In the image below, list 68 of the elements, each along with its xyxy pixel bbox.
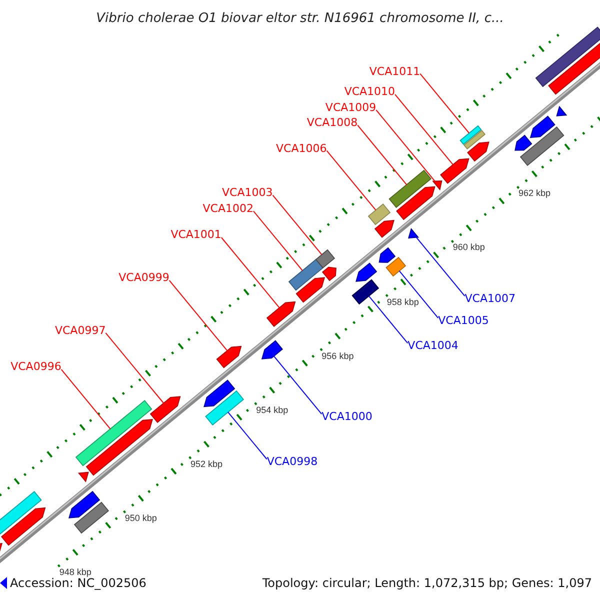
gene-label: VCA0996 xyxy=(10,360,62,374)
gene-label: VCA1011 xyxy=(369,64,420,78)
scale-label: 948 kbp xyxy=(59,566,92,577)
gene-feature xyxy=(432,180,442,191)
gene-feature xyxy=(216,346,242,368)
gene-feature xyxy=(463,130,486,150)
gene-label: VCA1000 xyxy=(322,410,372,424)
gene-feature xyxy=(548,42,600,95)
leader-line xyxy=(168,280,228,352)
leader-line xyxy=(394,94,454,166)
gene-feature xyxy=(467,142,490,162)
leader-line xyxy=(228,412,268,460)
leader-line xyxy=(416,236,466,297)
gene-feature xyxy=(68,490,100,518)
gene-feature xyxy=(396,186,436,220)
gene-label: VCA1004 xyxy=(408,339,458,352)
gene-feature xyxy=(374,220,394,238)
gene-feature xyxy=(356,262,378,282)
gene-label: VCA1001 xyxy=(170,228,222,242)
topology-text: Topology: circular; Length: 1,072,315 bp; Genes: 1,097 xyxy=(262,576,592,590)
leader-line xyxy=(376,109,436,182)
gene-feature xyxy=(556,106,568,116)
leader-line xyxy=(60,368,111,430)
gene-label: VCA1008 xyxy=(306,116,358,130)
scale-label: 962 kbp xyxy=(518,188,550,198)
gene-feature xyxy=(378,247,396,263)
gene-feature xyxy=(514,134,532,151)
gene-feature xyxy=(78,472,89,482)
leader-line xyxy=(105,332,164,404)
gene-label: VCA1006 xyxy=(276,142,327,155)
leader-line xyxy=(273,356,322,415)
scale-label: 954 kbp xyxy=(256,404,288,415)
gene-feature xyxy=(266,301,296,327)
gene-label: VCA0998 xyxy=(266,455,318,468)
gene-feature xyxy=(86,419,153,476)
gene-feature xyxy=(204,380,236,408)
accession-text: Accession: NC_002506 xyxy=(10,576,146,590)
gene-label: VCA1005 xyxy=(438,314,489,328)
gene-label: VCA1009 xyxy=(325,100,376,114)
gene-feature xyxy=(322,266,336,282)
leader-line xyxy=(398,270,439,319)
scale-label: 950 kbp xyxy=(124,512,157,523)
gene-label: VCA1007 xyxy=(464,292,516,306)
gene-feature xyxy=(288,258,324,291)
gene-feature xyxy=(530,116,556,138)
gene-feature xyxy=(261,340,283,360)
gene-label: VCA1003 xyxy=(222,186,273,200)
leader-line xyxy=(326,150,376,211)
title: Vibrio cholerae O1 biovar eltor str. N16961 chromosome II, c... xyxy=(95,11,505,26)
scale-label: 956 kbp xyxy=(322,350,354,361)
gene-label: VCA0997 xyxy=(54,324,106,337)
gene-label: VCA1010 xyxy=(344,85,396,98)
leader-line xyxy=(252,210,303,272)
leader-line xyxy=(368,296,408,344)
scale-label: 952 kbp xyxy=(190,458,223,469)
gene-label: VCA1002 xyxy=(202,202,254,216)
gene-feature xyxy=(296,277,326,303)
leader-line xyxy=(420,73,470,134)
gene-label: VCA0999 xyxy=(118,271,170,284)
gene-feature xyxy=(408,228,420,239)
scale-label: 958 kbp xyxy=(386,296,419,307)
gene-feature xyxy=(440,158,470,184)
gene-feature xyxy=(0,507,46,546)
leader-line xyxy=(220,237,280,308)
leader-line xyxy=(357,124,408,186)
gene-feature xyxy=(150,396,181,423)
scale-label: 960 kbp xyxy=(452,242,485,252)
gene-feature xyxy=(460,125,482,145)
